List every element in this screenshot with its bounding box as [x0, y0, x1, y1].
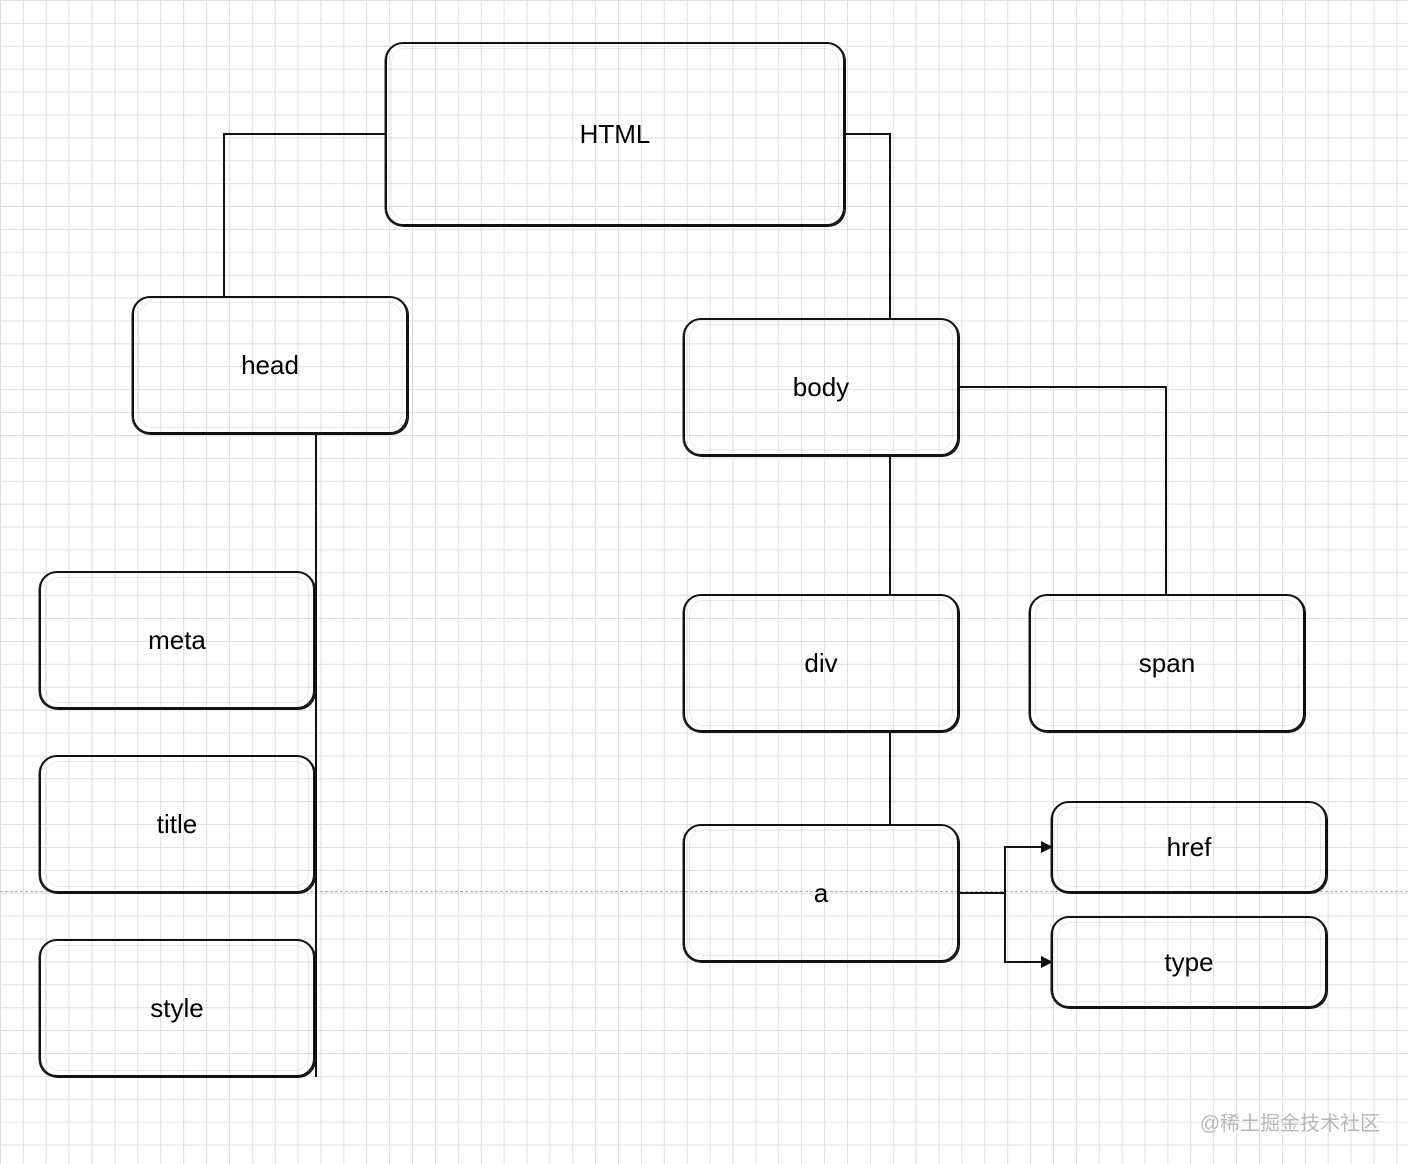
node-type-label: type: [1164, 946, 1214, 977]
node-href-label: href: [1166, 831, 1212, 862]
node-href: href: [1051, 801, 1327, 893]
node-meta-label: meta: [148, 624, 206, 655]
node-span: span: [1029, 594, 1305, 732]
node-a-label: a: [813, 877, 829, 908]
page-break-line: [0, 891, 1408, 892]
node-html-label: HTML: [579, 118, 651, 149]
node-style: style: [39, 939, 315, 1077]
node-title: title: [39, 755, 315, 893]
node-body: body: [683, 318, 959, 456]
node-div: div: [683, 594, 959, 732]
edge-a-type: [1004, 893, 1053, 968]
node-body-label: body: [792, 371, 850, 402]
node-style-label: style: [150, 992, 204, 1023]
edge-html-body: [845, 133, 891, 318]
edge-a-href: [1004, 841, 1053, 893]
node-title-label: title: [156, 808, 198, 839]
node-html: HTML: [385, 42, 845, 226]
node-meta: meta: [39, 571, 315, 709]
node-head-label: head: [241, 349, 299, 380]
node-type: type: [1051, 916, 1327, 1008]
watermark: @稀土掘金技术社区: [1199, 1113, 1380, 1135]
node-div-label: div: [804, 647, 838, 678]
node-span-label: span: [1138, 647, 1196, 678]
node-a: a: [683, 824, 959, 962]
edge-html-head: [223, 133, 385, 296]
edge-body-span: [959, 386, 1167, 594]
node-head: head: [132, 296, 408, 434]
